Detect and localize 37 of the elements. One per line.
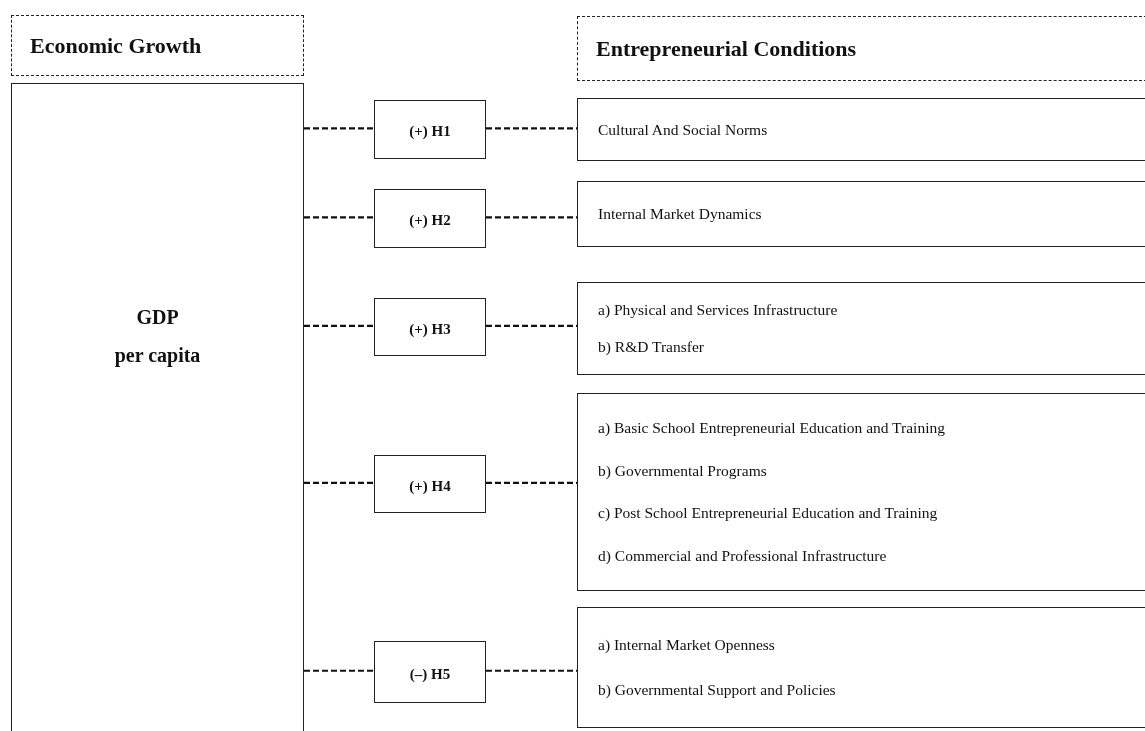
condition-item: Cultural And Social Norms [598,120,769,139]
condition-item: a) Internal Market Openness [598,635,776,654]
hypothesis-box [374,100,486,159]
hypothesis-label: (+) H1 [409,123,451,140]
dashed-connector [304,127,374,130]
condition-item: c) Post School Entrepreneurial Education and Training [598,504,939,523]
hypothesis-box [374,641,486,703]
hypothesis-label: (–) H5 [409,665,451,683]
hypothesis-label: (+) H2 [409,212,451,229]
hypothesis-box [374,455,486,513]
condition-box [577,98,1145,161]
dashed-connector [304,324,374,327]
section-header [11,15,304,76]
condition-item: b) Governmental Programs [598,461,768,480]
hypothesis-box [374,298,486,356]
condition-box [577,393,1145,591]
hypothesis-label: (+) H4 [409,477,451,495]
variable-box [11,83,304,731]
dashed-connector [304,669,374,672]
condition-item: Internal Market Dynamics [598,205,763,223]
dashed-connector [304,216,374,219]
condition-box [577,282,1145,375]
condition-item: b) Governmental Support and Policies [598,681,837,700]
condition-box [577,181,1145,247]
header-text: Economic Growth [29,32,202,59]
condition-item: a) Basic School Entrepreneurial Education and Training [598,418,946,437]
condition-item: a) Physical and Services Infrastructure [598,301,839,320]
variable-label: GDP [135,306,180,329]
hypothesis-label: (+) H3 [409,320,451,338]
condition-item: b) R&D Transfer [598,337,705,356]
header-text: Entrepreneurial Conditions [595,35,857,62]
dashed-connector [304,481,374,484]
hypothesis-box [374,189,486,248]
condition-box [577,607,1145,728]
condition-item: d) Commercial and Professional Infrastructure [598,547,888,566]
variable-label: per capita [113,344,202,367]
section-header [577,16,1145,81]
